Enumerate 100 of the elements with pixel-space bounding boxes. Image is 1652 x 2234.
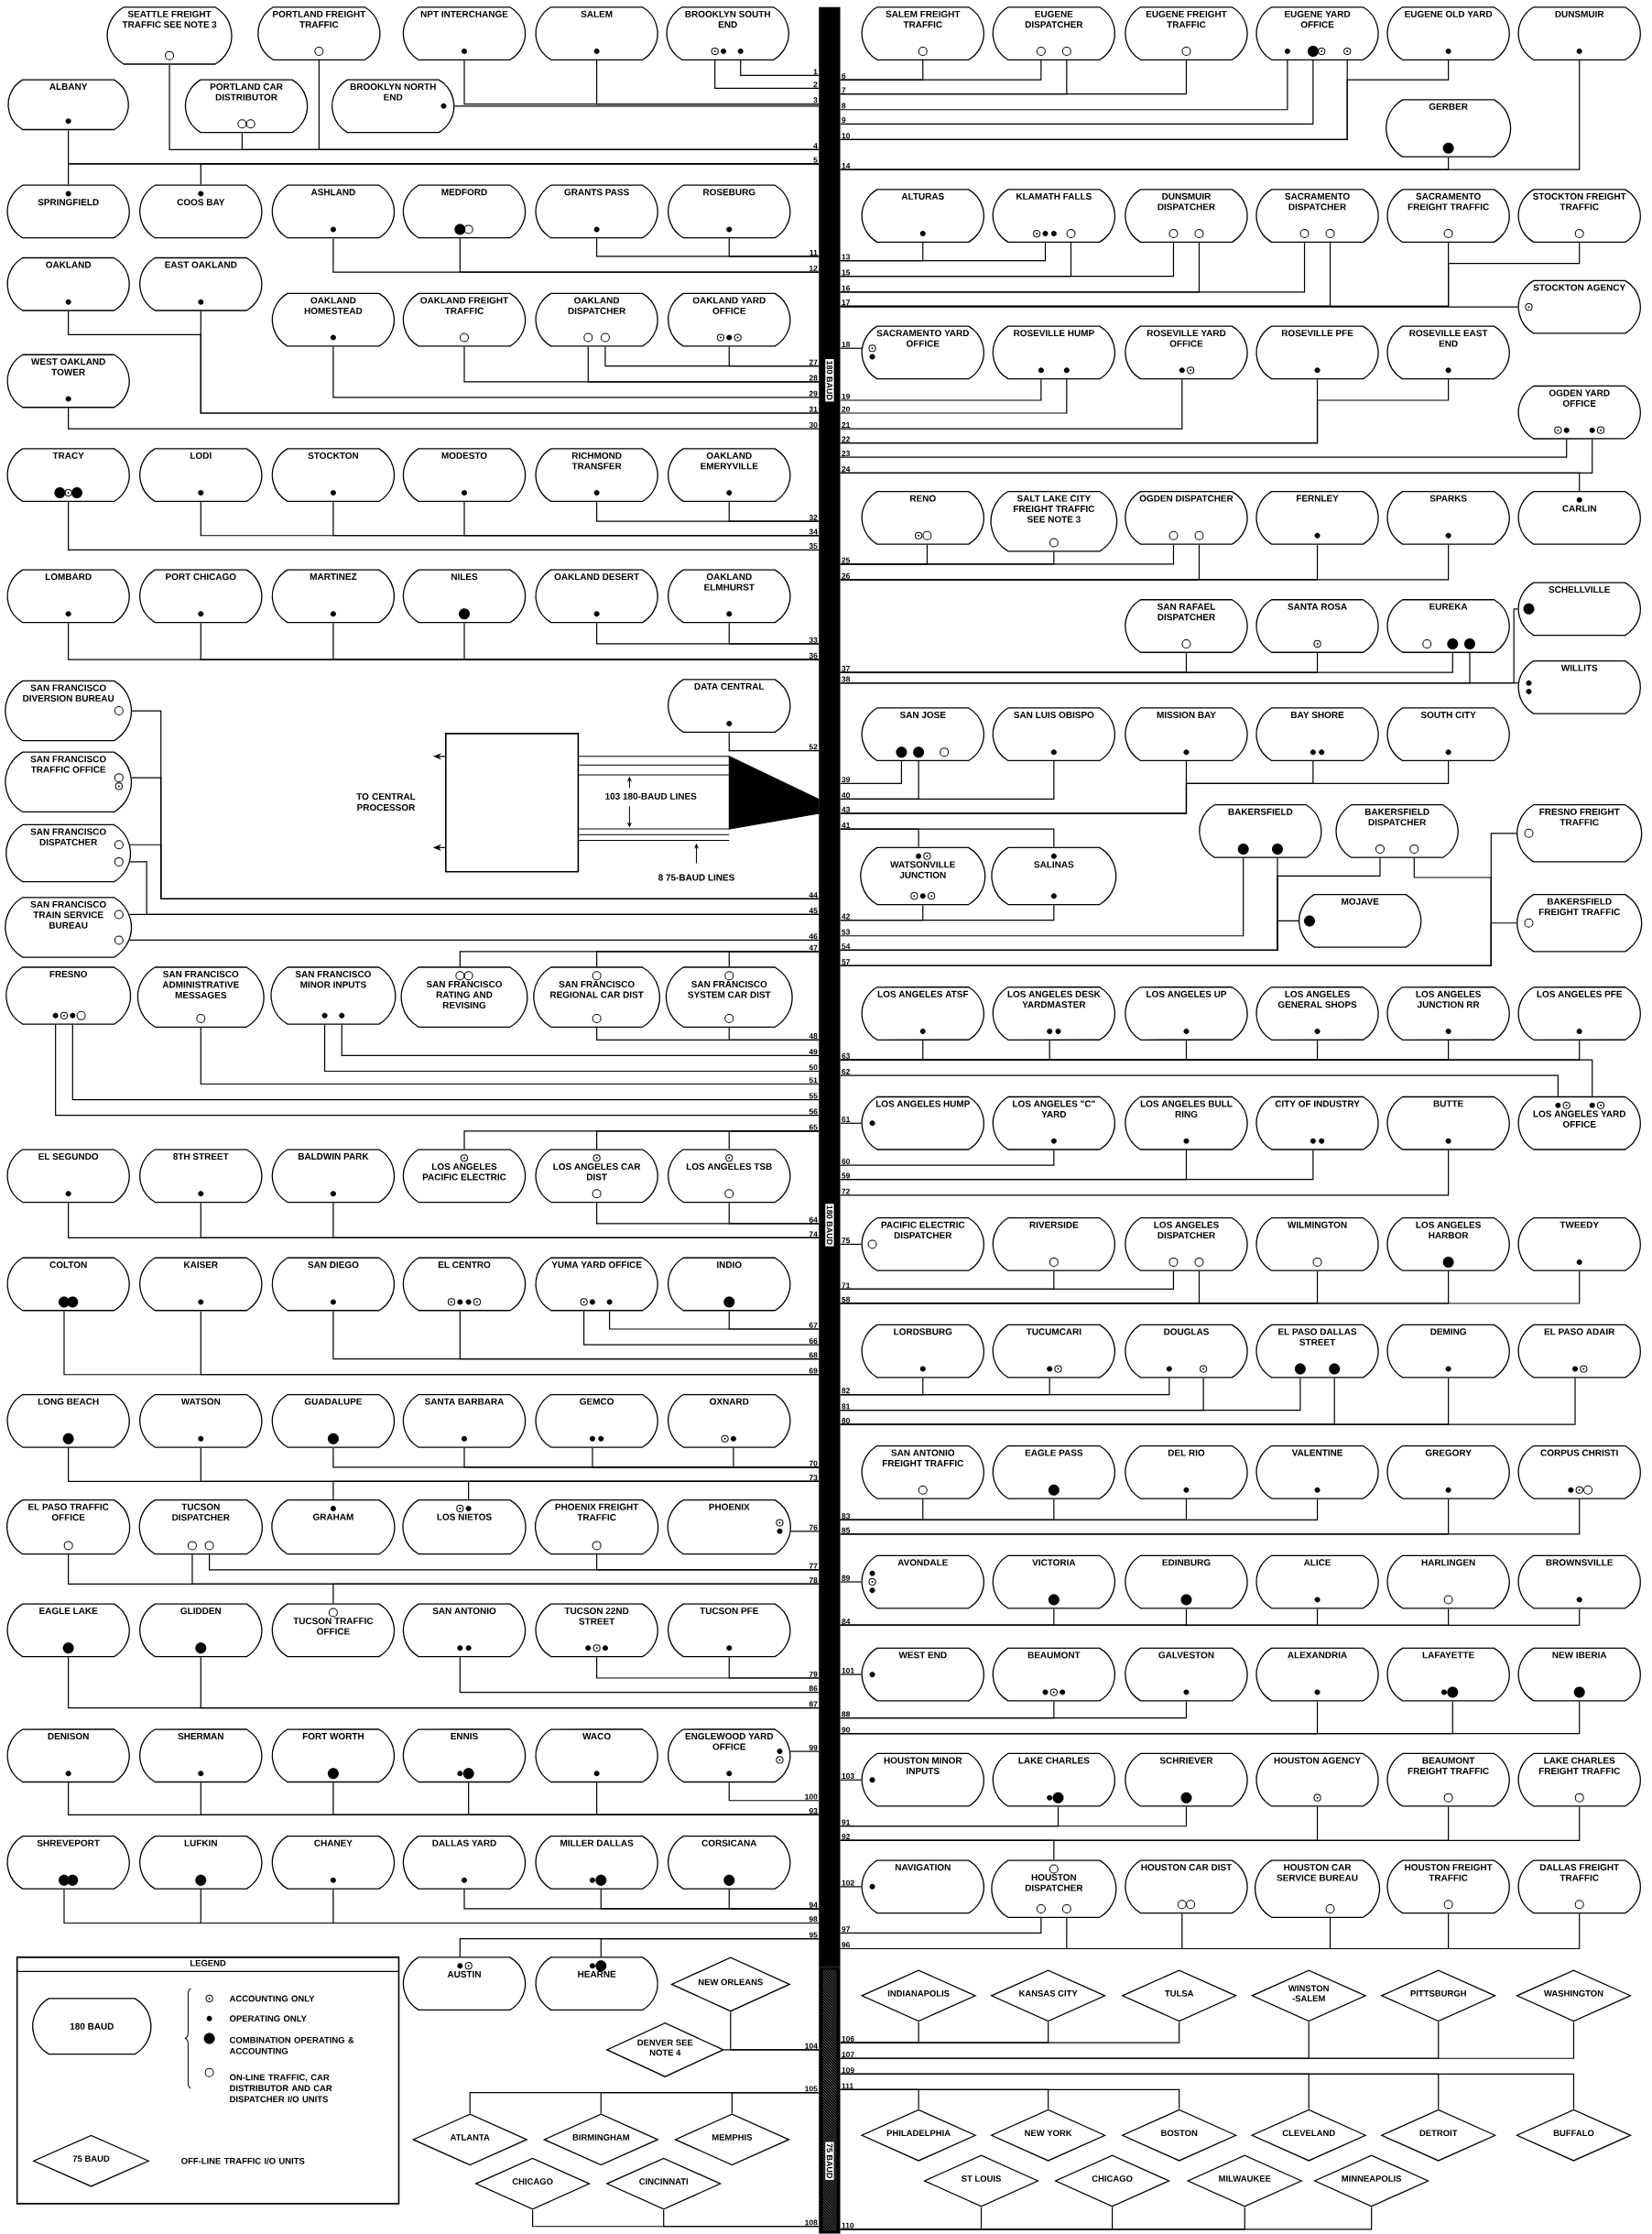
- connector-line: [840, 60, 1314, 125]
- station-box: EL PASO ADAIR: [1517, 1324, 1641, 1379]
- line-number: 49: [809, 1049, 818, 1055]
- connector-line: [596, 60, 820, 105]
- connector-line: [840, 1700, 1581, 1735]
- line-number: 32: [809, 515, 818, 520]
- line-number: 106: [842, 2035, 854, 2042]
- line-number: 76: [809, 1524, 818, 1531]
- connector-line: [840, 60, 1450, 140]
- station-box: HOUSTON MINOR INPUTS: [861, 1752, 984, 1807]
- station-box: VALENTINE: [1255, 1444, 1379, 1499]
- connector-line: [840, 1150, 1314, 1181]
- station-box: DUNSMUIR: [1517, 6, 1641, 60]
- station-box: LODI: [139, 448, 263, 503]
- line-number: 103: [842, 1773, 854, 1779]
- connector-line: [840, 760, 1055, 801]
- connector-line: [68, 407, 820, 430]
- line-number: 108: [805, 2219, 818, 2226]
- station-box: LOS ANGELES ATSF: [861, 986, 984, 1041]
- connector-line: [840, 904, 1055, 921]
- connector-line: [728, 1889, 820, 1910]
- station-box: SAN FRANCISCO MINOR INPUTS: [270, 966, 397, 1025]
- station-box: NAVIGATION: [861, 1859, 984, 1914]
- connector-line: [840, 2021, 1180, 2043]
- station-box: SPARKS: [1386, 490, 1510, 545]
- line-number: 77: [809, 1563, 818, 1569]
- connector-line: [332, 1583, 820, 1605]
- station-box: ENGLEWOOD YARD OFFICE: [668, 1728, 791, 1783]
- connector-line: [840, 1059, 1593, 1097]
- station-box: ROSEVILLE HUMP: [992, 325, 1116, 380]
- station-box: MARTINEZ: [271, 569, 396, 624]
- station-box: BAKERSFIELD DISPATCHER: [1335, 804, 1459, 858]
- connector-line: [55, 1024, 820, 1117]
- connector-line: [200, 1310, 820, 1376]
- station-box: EAST OAKLAND: [139, 256, 263, 311]
- connector-line: [453, 105, 820, 107]
- station-box: WACO: [535, 1728, 658, 1783]
- line-number: 85: [842, 1527, 851, 1533]
- station-box: SAN ANTONIO: [402, 1603, 527, 1658]
- line-number: 98: [809, 1916, 818, 1923]
- station-box: LOS ANGELES BULL RING: [1125, 1095, 1248, 1150]
- station-box: SANTA BARBARA: [402, 1393, 527, 1448]
- line-number: 48: [809, 1033, 818, 1040]
- station-box: STOCKTON: [271, 448, 396, 503]
- station-box: STOCKTON AGENCY: [1517, 279, 1641, 334]
- connector-line: [731, 2092, 820, 2114]
- station-box: SAN DIEGO: [271, 1257, 396, 1312]
- station-box: OAKLAND DISPATCHER: [535, 292, 658, 347]
- line-number: 51: [809, 1077, 818, 1084]
- station-box: CORPUS CHRISTI: [1517, 1444, 1641, 1499]
- station-box: LOS ANGELES DISPATCHER: [1125, 1217, 1248, 1271]
- station-box: HOUSTON AGENCY: [1255, 1752, 1379, 1807]
- station-box: ALICE: [1255, 1554, 1379, 1609]
- station-box: HOUSTON CAR DIST: [1125, 1859, 1248, 1914]
- connector-line: [840, 1270, 1175, 1291]
- connector-line: [459, 1310, 820, 1360]
- station-box: ASHLAND: [271, 184, 396, 239]
- connector-line: [341, 1024, 820, 1056]
- line-number: 90: [842, 1727, 850, 1733]
- connector-line: [840, 60, 1288, 111]
- line-number: 68: [809, 1352, 818, 1358]
- line-number: 38: [842, 676, 851, 682]
- connector-line: [840, 760, 903, 784]
- station-box: OGDEN DISPATCHER: [1125, 490, 1248, 545]
- station-box: NILES: [402, 569, 527, 624]
- line-number: 18: [842, 342, 851, 348]
- line-number: 21: [842, 422, 851, 428]
- connector-line: [596, 1553, 820, 1571]
- station-box: GREGORY: [1386, 1444, 1510, 1499]
- connector-line: [840, 157, 1450, 170]
- station-box: BAKERSFIELD FREIGHT TRAFFIC: [1516, 894, 1643, 953]
- station-box: SACRAMENTO FREIGHT TRAFFIC: [1386, 189, 1510, 243]
- station-box: LOS ANGELES TSB: [668, 1149, 791, 1204]
- station-box: HOUSTON DISPATCHER: [991, 1859, 1117, 1918]
- station-box: VICTORIA: [992, 1554, 1116, 1609]
- line-number: 41: [842, 823, 851, 828]
- line-number: 26: [842, 572, 851, 579]
- station-box: GEMCO: [535, 1393, 658, 1448]
- connector-line: [128, 913, 820, 916]
- station-box: BUTTE: [1386, 1095, 1510, 1150]
- station-box: WILMINGTON: [1255, 1217, 1379, 1271]
- line-number: 71: [842, 1282, 851, 1289]
- connector-line: [200, 1656, 820, 1709]
- station-box: LOS ANGELES PACIFIC ELECTRIC: [402, 1149, 527, 1204]
- station-box: SALEM FREIGHT TRAFFIC: [861, 6, 984, 60]
- connector-line: [332, 345, 820, 398]
- station-box: HARLINGEN: [1386, 1554, 1510, 1609]
- station-box: CITY OF INDUSTRY: [1255, 1095, 1379, 1150]
- line-number: 16: [842, 285, 851, 291]
- station-box: TWEEDY: [1517, 1217, 1641, 1271]
- station-box: LOS ANGELES PFE: [1517, 986, 1641, 1041]
- station-box: ALTURAS: [861, 189, 984, 243]
- station-box: EL SEGUNDO: [6, 1149, 130, 1204]
- station-box: RIVERSIDE: [992, 1217, 1116, 1271]
- line-number: 84: [842, 1618, 851, 1625]
- line-number: 78: [809, 1577, 818, 1584]
- station-box: GRAHAM: [271, 1498, 396, 1555]
- line-number: 44: [809, 892, 818, 899]
- station-box: MILLER DALLAS: [535, 1836, 658, 1890]
- connector-line: [728, 622, 820, 645]
